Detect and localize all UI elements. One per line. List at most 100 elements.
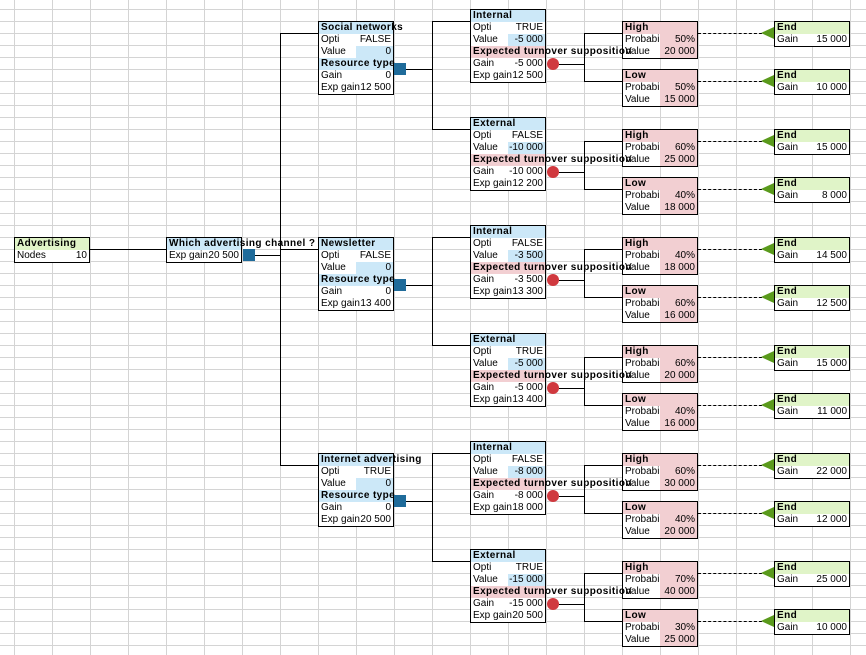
end-title[interactable]: End <box>775 286 849 298</box>
gain-cell[interactable]: Gain-5 000 <box>471 58 545 70</box>
exp-gain-cell-value[interactable]: 18 000 <box>512 502 543 513</box>
value-cell-value[interactable]: 18 000 <box>660 202 697 214</box>
exp-gain-cell-value[interactable]: 12 500 <box>512 70 543 81</box>
probability-cell-value[interactable]: 50% <box>660 34 697 46</box>
value-cell[interactable]: Value-3 500 <box>471 250 545 262</box>
opti-cell-value[interactable]: FALSE <box>359 250 391 261</box>
outcome-title[interactable]: Low <box>623 394 697 406</box>
end-title[interactable]: End <box>775 394 849 406</box>
root-title[interactable]: Advertising <box>15 238 89 250</box>
outcome-title[interactable]: High <box>623 346 697 358</box>
value-cell-value[interactable]: 16 000 <box>660 418 697 430</box>
value-cell-value[interactable]: -10 000 <box>508 142 545 154</box>
value-cell-value[interactable]: 25 000 <box>660 634 697 646</box>
resource-title[interactable]: Internal <box>471 10 545 22</box>
gain-cell-value[interactable]: -3 500 <box>514 274 543 285</box>
gain-cell[interactable]: Gain-8 000 <box>471 490 545 502</box>
outcome-title[interactable]: Low <box>623 70 697 82</box>
chance-node-icon[interactable] <box>547 166 559 178</box>
resource-type-header[interactable]: Resource type <box>319 490 395 502</box>
value-cell-value[interactable]: -5 000 <box>508 34 545 46</box>
opti-cell-value[interactable]: FALSE <box>511 130 543 141</box>
gain-cell-value[interactable]: 0 <box>385 286 391 297</box>
resource-type-header[interactable]: Resource type <box>319 274 395 286</box>
resource-title[interactable]: External <box>471 550 545 562</box>
end-title[interactable]: End <box>775 178 849 190</box>
end-gain-cell-value[interactable]: 10 000 <box>816 622 847 633</box>
value-cell-value[interactable]: 30 000 <box>660 478 697 490</box>
outcome-title[interactable]: Low <box>623 286 697 298</box>
outcome-title[interactable]: High <box>623 130 697 142</box>
gain-cell-value[interactable]: -10 000 <box>509 166 543 177</box>
value-cell[interactable]: Value-8 000 <box>471 466 545 478</box>
outcome-title[interactable]: High <box>623 238 697 250</box>
value-cell-value[interactable]: -3 500 <box>508 250 545 262</box>
value-cell[interactable]: Value-10 000 <box>471 142 545 154</box>
turnover-header[interactable]: Expected turnover supposition <box>471 154 631 166</box>
end-title[interactable]: End <box>775 346 849 358</box>
outcome-title[interactable]: Low <box>623 178 697 190</box>
probability-cell-value[interactable]: 60% <box>660 358 697 370</box>
resource-type-header[interactable]: Resource type <box>319 58 395 70</box>
value-cell-value[interactable]: 18 000 <box>660 262 697 274</box>
end-gain-cell-value[interactable]: 11 000 <box>817 406 847 417</box>
decision-node-icon[interactable] <box>394 279 406 291</box>
gain-cell[interactable]: Gain-10 000 <box>471 166 545 178</box>
chance-node-icon[interactable] <box>547 274 559 286</box>
probability-cell-value[interactable]: 40% <box>660 406 697 418</box>
value-cell-value[interactable]: 16 000 <box>660 310 697 322</box>
chance-node-icon[interactable] <box>547 382 559 394</box>
end-gain-cell-value[interactable]: 25 000 <box>816 574 847 585</box>
decision-node-icon[interactable] <box>394 495 406 507</box>
chance-node-icon[interactable] <box>547 598 559 610</box>
probability-cell-value[interactable]: 40% <box>660 250 697 262</box>
exp-gain-cell-value[interactable]: 20 500 <box>208 250 239 261</box>
exp-gain-cell-value[interactable]: 13 400 <box>360 298 391 309</box>
probability-cell-value[interactable]: 40% <box>660 514 697 526</box>
end-gain-cell-value[interactable]: 10 000 <box>816 82 847 93</box>
outcome-title[interactable]: High <box>623 454 697 466</box>
